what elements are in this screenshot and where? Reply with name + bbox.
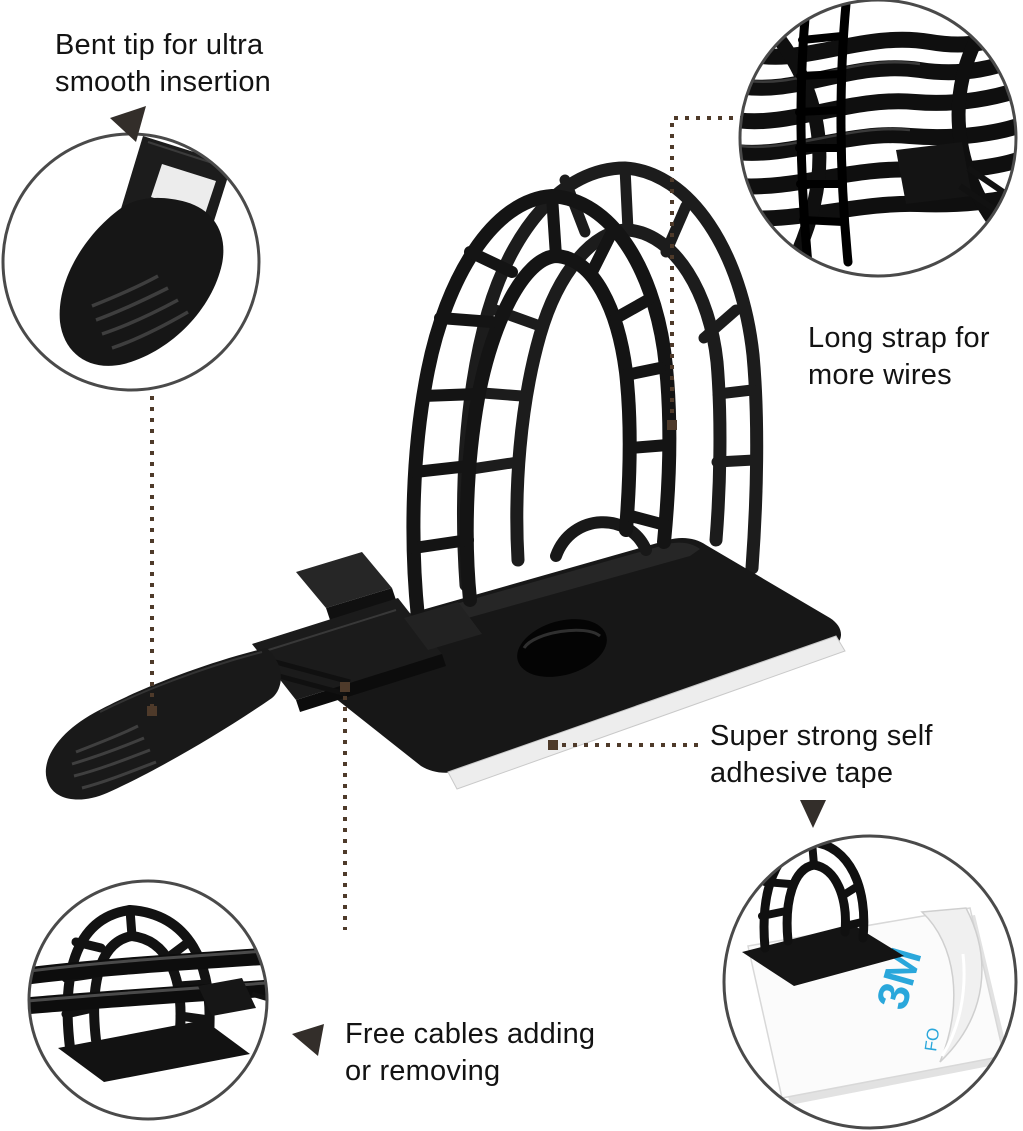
callout-free-cables-line2: or removing (345, 1055, 501, 1087)
arrow-bent-tip-icon (110, 106, 146, 142)
callout-free-cables-line1: Free cables adding (345, 1018, 596, 1050)
main-product (45, 161, 846, 800)
release-strap (45, 648, 281, 800)
callout-bent-tip: Bent tip for ultra smooth insertion (55, 27, 271, 101)
inset-circle-border (27, 879, 269, 1121)
adhesive-layer (447, 635, 846, 790)
base-hole-shine (522, 628, 601, 649)
bundle-strap (795, 0, 853, 269)
clip-slider-small (198, 978, 256, 1016)
peeled-corner (920, 907, 983, 1063)
callout-adhesive-line1: Super strong self (710, 720, 933, 752)
base-hole (517, 619, 607, 677)
bent-tip-paddle (59, 197, 224, 366)
bent-tip-ridges (91, 274, 189, 350)
bundle-slider (896, 142, 972, 204)
callout-long-strap: Long strap for more wires (808, 320, 990, 394)
front-arch-rungs (408, 190, 674, 554)
inset-bent-tip (1, 132, 261, 392)
clip-base (58, 1020, 250, 1082)
leader-long-strap (670, 116, 744, 424)
leader-end-dots (147, 420, 677, 750)
slider-buckle (252, 552, 482, 712)
callout-adhesive: Super strong self adhesive tape (710, 718, 933, 792)
callout-long-strap-line1: Long strap for (808, 322, 990, 354)
arrow-adhesive-icon (800, 800, 826, 828)
inset-cable-bundle (738, 0, 1018, 278)
inset-clip-cables (27, 879, 269, 1121)
arrow-free-cables-icon (292, 1024, 324, 1056)
inset-circle-border (722, 834, 1018, 1130)
inset-circle-border (738, 0, 1018, 278)
callout-bent-tip-line1: Bent tip for ultra (55, 29, 264, 61)
callout-arrows (110, 106, 826, 1056)
leader-lines (150, 116, 744, 930)
callout-long-strap-line2: more wires (808, 359, 952, 391)
callout-bent-tip-line2: smooth insertion (55, 66, 271, 98)
callout-free-cables: Free cables adding or removing (345, 1016, 595, 1090)
inset-adhesive-tape: 3M FO (722, 834, 1018, 1130)
callout-adhesive-line2: adhesive tape (710, 757, 894, 789)
strap-loop (550, 516, 652, 562)
tape-edge-print: FO (921, 1027, 943, 1053)
